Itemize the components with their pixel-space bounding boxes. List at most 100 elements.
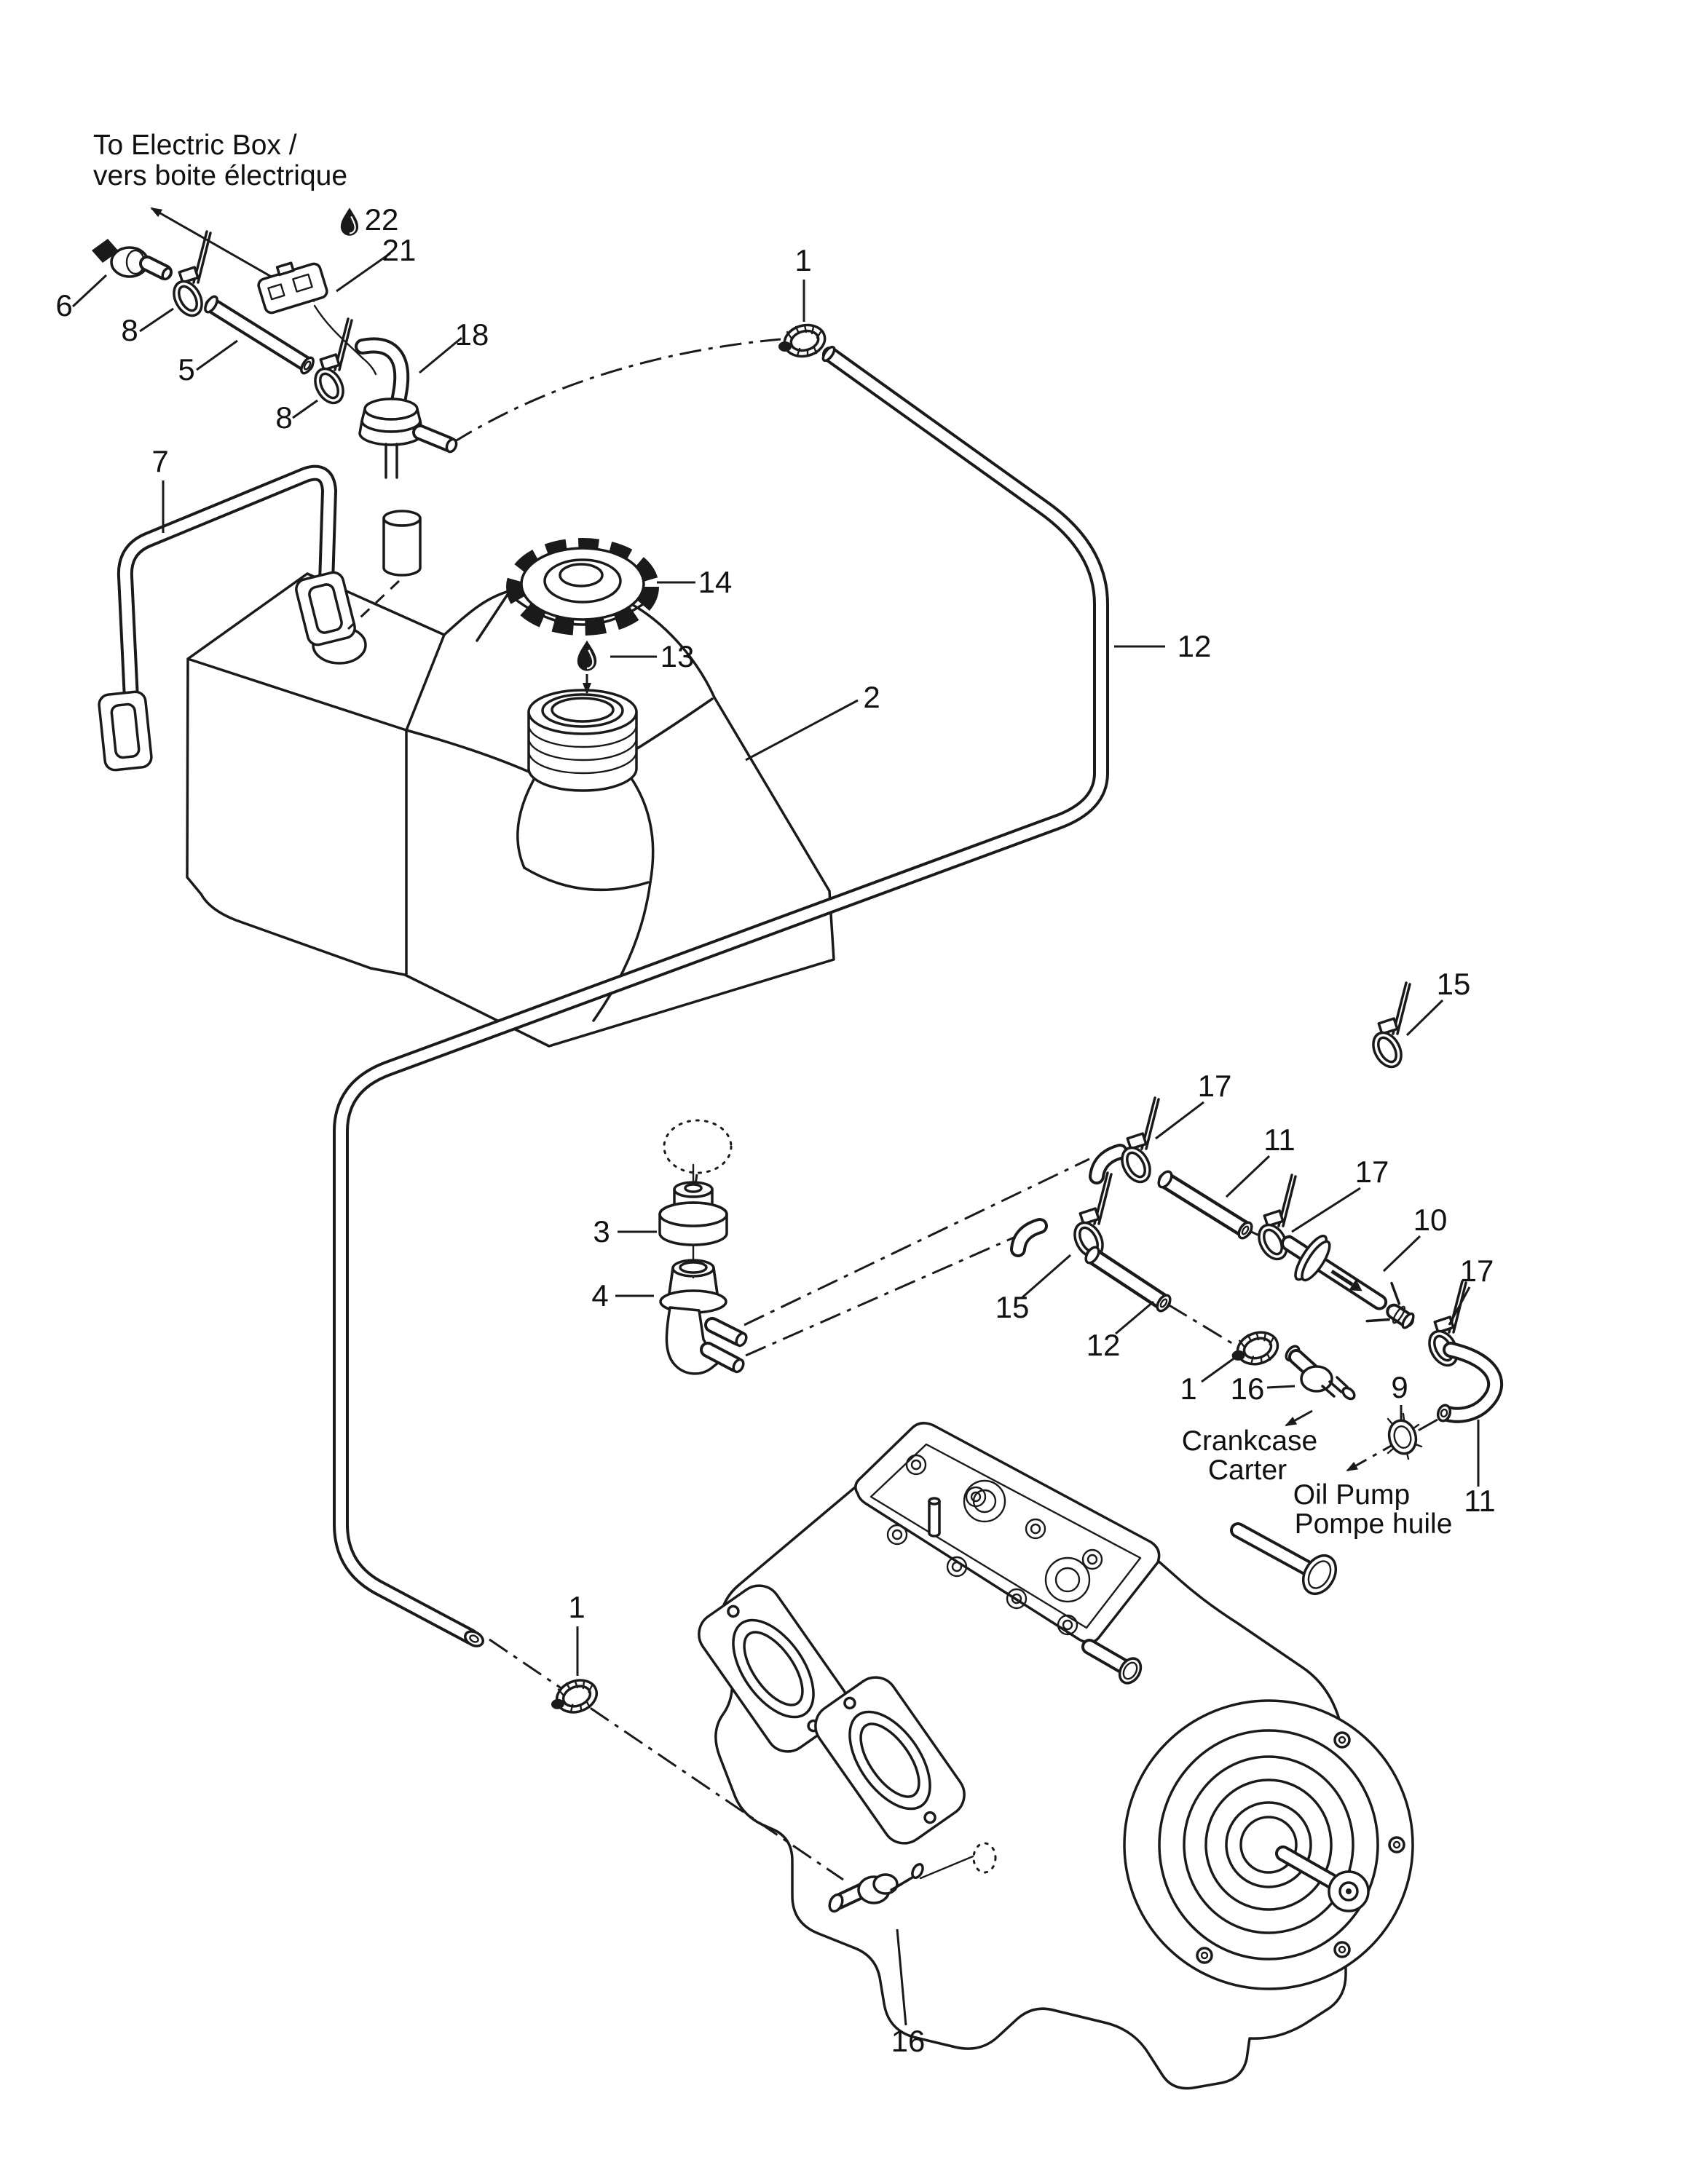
hose-clamp-1-bottom [547,1672,604,1720]
cable-tie-17a [1115,1096,1160,1188]
callout-1-top: 1 [794,243,812,322]
part-number-22: 22 [365,202,399,237]
to-electric-box-line1: To Electric Box / [93,130,297,161]
callout-17a: 17 [1155,1069,1232,1140]
engine-fittings [1081,1522,1338,1685]
oil-pump-hose-11b [1436,1342,1504,1423]
hose-end-upper [1089,1144,1128,1184]
elbow-fitting-16-bottom [828,1842,997,1913]
hose-end-lower [1010,1218,1048,1257]
crankcase-line2: Carter [1208,1455,1287,1486]
callout-13: 13 [576,639,695,695]
vent-tube-5 [204,295,315,375]
cylinder-head-cover [854,1422,1161,1644]
part-number-14: 14 [698,565,733,599]
oil-tube-11a [1157,1170,1253,1240]
cable-tie-15a [1366,981,1411,1073]
oil-pump-line1: Oil Pump [1293,1479,1410,1511]
pto-cover [1123,1699,1414,1990]
part-number-1b: 1 [1180,1372,1196,1406]
annotation-crankcase: Crankcase Carter [1182,1425,1317,1486]
connector-21 [257,261,377,376]
part-number-18: 18 [455,317,489,352]
callout-16-bottom: 16 [891,1928,926,2058]
callout-8b: 8 [275,399,318,435]
engine [689,1422,1414,2090]
part-number-4: 4 [591,1278,608,1313]
part-number-8b: 8 [275,400,292,435]
elbow-fitting-16-mid [1285,1345,1356,1427]
assembly-line-mid [1167,1303,1239,1348]
tank-cap [506,538,659,636]
callout-12-right: 12 [1114,629,1211,663]
part-number-12: 12 [1178,629,1212,663]
tank-strap [98,464,356,772]
callout-22: 22 [339,202,399,237]
callout-11b: 11 [1464,1420,1496,1518]
part-number-5: 5 [178,352,194,387]
temperature-sensor-plug [92,239,173,281]
flow-arrow-icon [1349,1279,1362,1291]
part-number-15a: 15 [1437,967,1471,1001]
part-number-12b: 12 [1086,1328,1121,1362]
callout-8a: 8 [121,307,174,347]
to-electric-box-line2: vers boite électrique [93,160,347,191]
assembly-line-to-crankcase [745,1236,1014,1357]
callout-3: 3 [593,1214,657,1249]
part-number-11a: 11 [1263,1123,1295,1157]
part-number-1: 1 [794,243,811,277]
part-number-17a: 17 [1198,1069,1232,1103]
callout-4: 4 [591,1278,654,1313]
callout-17c: 17 [1448,1254,1494,1326]
part-number-8: 8 [121,313,138,347]
part-number-17b: 17 [1355,1155,1389,1189]
part-number-2: 2 [863,680,880,714]
callout-21: 21 [336,233,417,293]
callout-17b: 17 [1291,1155,1389,1233]
assembly-line-to-filter [744,1158,1090,1326]
part-number-9: 9 [1391,1370,1408,1404]
callout-12b: 12 [1086,1300,1154,1362]
callout-10: 10 [1382,1203,1448,1273]
part-number-13: 13 [660,639,695,673]
callout-15b: 15 [995,1254,1071,1324]
hose-clamp-1-top [777,320,829,362]
dowel-pin [928,1497,941,1538]
oil-tank [186,572,835,1174]
oil-filter-10 [1281,1234,1415,1329]
assembly-line-vent [452,338,781,444]
callout-2: 2 [745,680,880,761]
callout-7: 7 [151,444,169,533]
main-oil-hose [333,345,1109,1647]
part-number-17c: 17 [1460,1254,1494,1288]
oil-pump-line2: Pompe huile [1295,1508,1453,1540]
part-number-15b: 15 [995,1290,1030,1324]
part-number-6: 6 [55,288,72,323]
assembly-line-bottom [489,1638,844,1881]
part-number-11b: 11 [1464,1484,1496,1518]
callout-16-mid: 16 [1231,1372,1295,1406]
cable-tie-8b [308,317,353,409]
callout-6: 6 [55,274,108,323]
part-number-16b: 16 [891,2024,926,2058]
callout-11a: 11 [1225,1123,1295,1198]
callout-5: 5 [178,339,238,387]
ear-clamp-9 [1387,1412,1423,1460]
callout-1-bottom: 1 [568,1590,585,1676]
tank-filler-neck [527,689,638,792]
oil-level-sensor [347,337,458,630]
part-number-21: 21 [382,233,417,267]
tank-outlet-hidden-hole [663,1119,733,1174]
part-number-10: 10 [1413,1203,1448,1237]
callout-18: 18 [419,317,489,374]
callout-15-float: 15 [1405,967,1471,1037]
oil-tube-12b [1084,1246,1172,1313]
part-number-7: 7 [151,444,168,478]
callout-1-mid: 1 [1180,1354,1239,1406]
annotation-to-electric-box: To Electric Box / vers boite électrique [93,130,347,303]
part-number-3: 3 [593,1214,610,1249]
part-number-16a: 16 [1231,1372,1265,1406]
part-number-1c: 1 [568,1590,585,1624]
